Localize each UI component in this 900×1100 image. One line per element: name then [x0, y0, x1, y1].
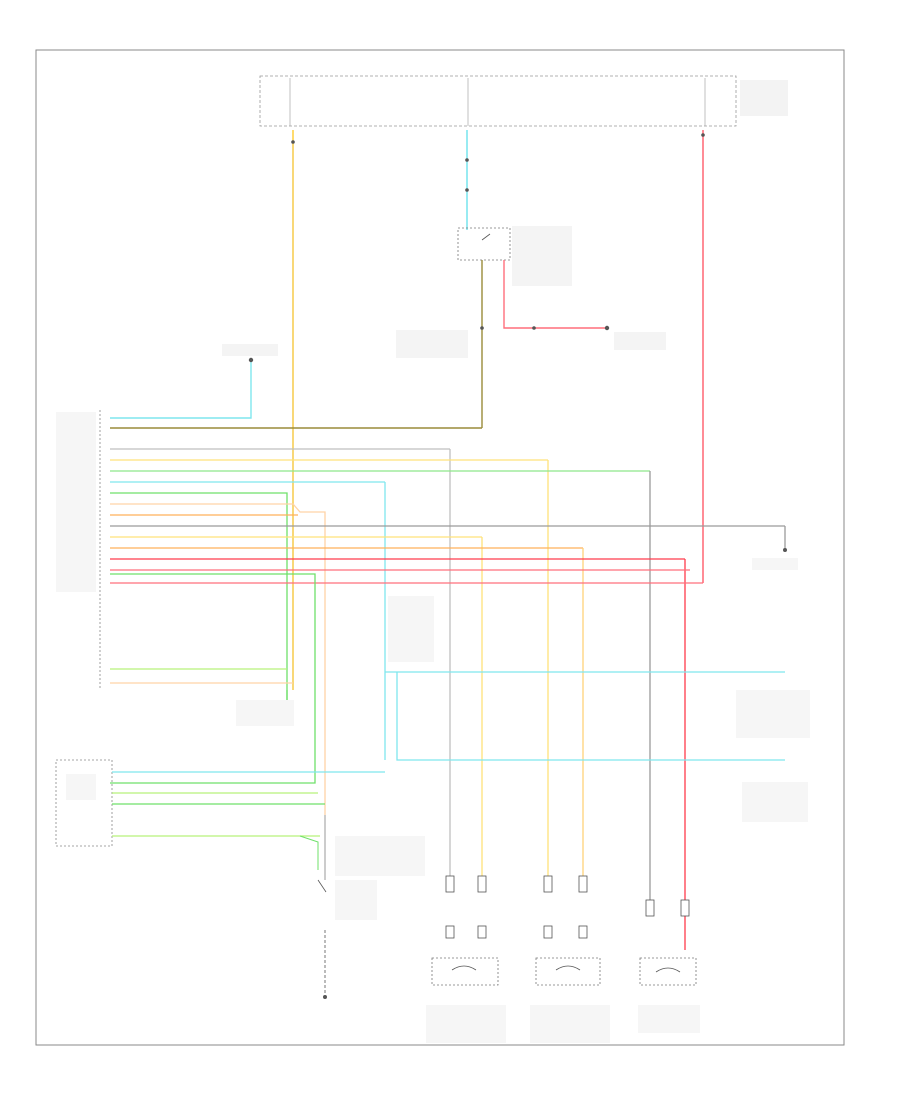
outer-border [35, 49, 845, 1046]
wire-pink-relay-out [503, 260, 606, 329]
instrument-cluster [55, 759, 113, 847]
junction-box [259, 75, 788, 127]
connector-icon [604, 325, 610, 331]
junction-box-outline [259, 75, 737, 127]
relay-label-block [512, 226, 572, 286]
control-module-connector [56, 410, 101, 690]
relay [457, 226, 572, 286]
sensor-icon [431, 957, 499, 986]
junction-box-label-block [740, 80, 788, 116]
wire-lightblue-to-module [110, 362, 252, 419]
switch-icon [481, 233, 491, 241]
